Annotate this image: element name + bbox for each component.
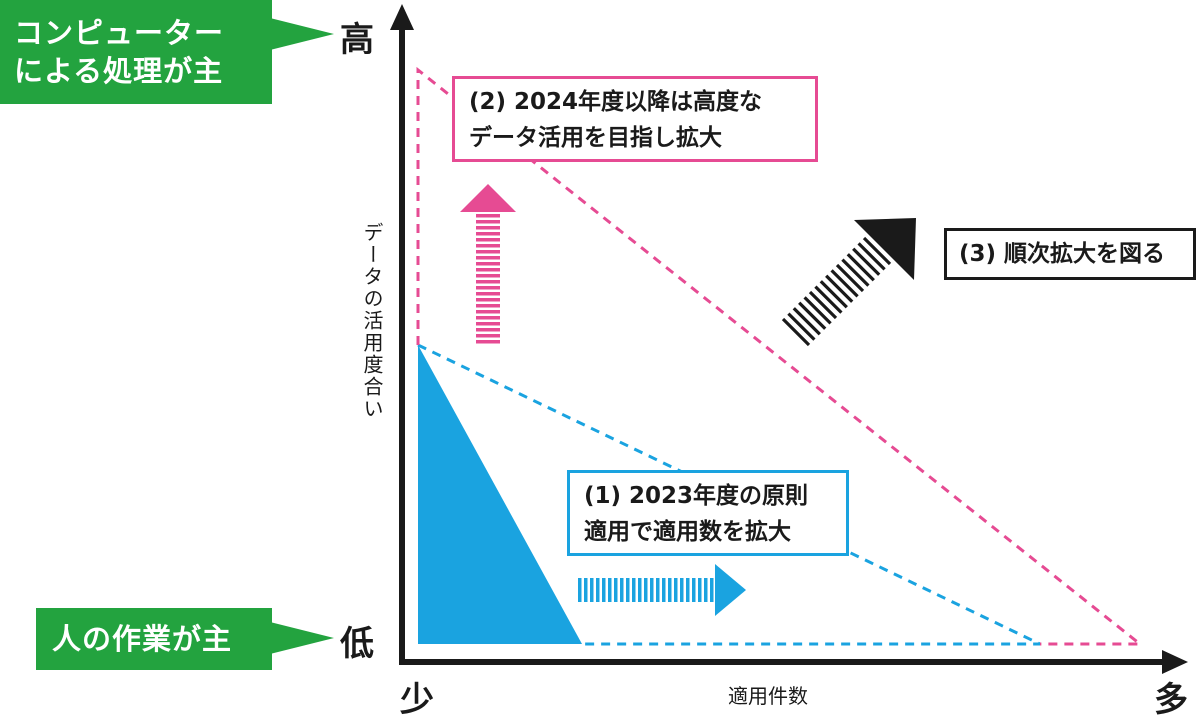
arrow-stripe (632, 578, 636, 602)
arrow-stripe (686, 578, 690, 602)
arrow-stripe (620, 578, 624, 602)
arrow-stripe (476, 232, 500, 236)
arrow-stripe (698, 578, 702, 602)
arrow-stripe (476, 280, 500, 284)
arrow-stripe (803, 296, 832, 325)
arrow-stripe (808, 290, 838, 320)
arrow-stripe (476, 286, 500, 290)
arrow-stripe (644, 578, 648, 602)
arrow-stripe (476, 310, 500, 314)
arrow-stripe (608, 578, 612, 602)
arrow-stripe (656, 578, 660, 602)
arrow-stripe (710, 578, 714, 602)
arrow-stripe (798, 301, 827, 330)
arrow-stripe (852, 247, 881, 276)
arrow-stripe (476, 328, 500, 332)
arrow-stripe (578, 578, 582, 602)
arrow-stripe (781, 317, 811, 347)
arrow-stripe (814, 285, 843, 314)
x-axis-arrowhead (1162, 650, 1188, 674)
arrow-stripe (792, 307, 821, 336)
phase2-up-arrow (460, 184, 516, 344)
arrow-stripe (476, 256, 500, 260)
phase2-box: (2) 2024年度以降は高度な データ活用を目指し拡大 (452, 76, 818, 162)
arrow-stripe (662, 578, 666, 602)
arrow-stripe (830, 269, 859, 298)
arrow-stripe (846, 253, 875, 282)
computer-processing-callout: コンピューター による処理が主 (0, 0, 272, 104)
phase1-box: (1) 2023年度の原則 適用で適用数を拡大 (567, 470, 849, 556)
arrow-stripe (650, 578, 654, 602)
arrow-stripe (476, 274, 500, 278)
arrow-stripe (674, 578, 678, 602)
arrow-stripe (476, 214, 500, 218)
arrow-stripe (476, 244, 500, 248)
arrow-stripe (476, 340, 500, 344)
arrow-stripe (476, 292, 500, 296)
callout-low-pointer (270, 622, 334, 654)
arrow-stripe (476, 226, 500, 230)
arrow-stripe (584, 578, 588, 602)
arrow-stripe (626, 578, 630, 602)
arrow-stripe (476, 268, 500, 272)
callout-low-line-1: 人の作業が主 (52, 622, 233, 656)
arrow-stripe (638, 578, 642, 602)
phase2-dashed-outline (416, 66, 1145, 646)
arrow-stripe (862, 236, 892, 266)
arrow-stripe (476, 334, 500, 338)
arrow-stripe (476, 298, 500, 302)
arrow-stripe (476, 220, 500, 224)
arrow-stripe (476, 238, 500, 242)
phase1-filled-area (418, 345, 582, 644)
human-work-callout: 人の作業が主 (36, 608, 272, 670)
phase1-right-arrow (578, 564, 746, 616)
phase3-box: (3) 順次拡大を図る (944, 228, 1196, 280)
y-axis-low-label: 低 (340, 624, 374, 664)
phase2-line-2: データ活用を目指し拡大 (469, 125, 722, 151)
arrow-stripe (692, 578, 696, 602)
arrow-stripe (787, 312, 816, 341)
arrow-stripe (835, 263, 865, 293)
callout-high-line-1: コンピューター (14, 16, 225, 50)
phase1-line-2: 適用で適用数を拡大 (584, 519, 791, 545)
y-axis-arrowhead (390, 4, 414, 30)
callout-high-line-2: による処理が主 (14, 54, 224, 88)
y-axis-high-label: 高 (340, 20, 374, 60)
arrow-stripe (476, 250, 500, 254)
y-axis-title: データの活用度合い (360, 222, 384, 420)
phase3-diagonal-arrow (781, 218, 916, 347)
phase2-line-1: (2) 2024年度以降は高度な (469, 89, 763, 115)
arrow-stripe (590, 578, 594, 602)
arrow-stripe (476, 304, 500, 308)
x-axis-high-label: 多 (1154, 680, 1188, 720)
callout-high-pointer (270, 18, 334, 50)
arrow-stripe (668, 578, 672, 602)
arrow-stripe (857, 242, 886, 271)
arrow-stripe (476, 322, 500, 326)
arrow-stripe (841, 258, 870, 287)
arrow-stripe (476, 316, 500, 320)
phase3-line-1: (3) 順次拡大を図る (959, 241, 1166, 267)
arrow-stripe (614, 578, 618, 602)
x-axis-low-label: 少 (400, 680, 434, 720)
arrow-stripe (602, 578, 606, 602)
arrow-stripe (825, 274, 854, 303)
arrow-stripe (476, 262, 500, 266)
arrow-stripe (819, 280, 848, 309)
x-axis-title: 適用件数 (728, 684, 808, 708)
arrow-stripe (704, 578, 708, 602)
arrow-stripe (596, 578, 600, 602)
arrow-stripe (680, 578, 684, 602)
phase1-line-1: (1) 2023年度の原則 (584, 483, 809, 509)
